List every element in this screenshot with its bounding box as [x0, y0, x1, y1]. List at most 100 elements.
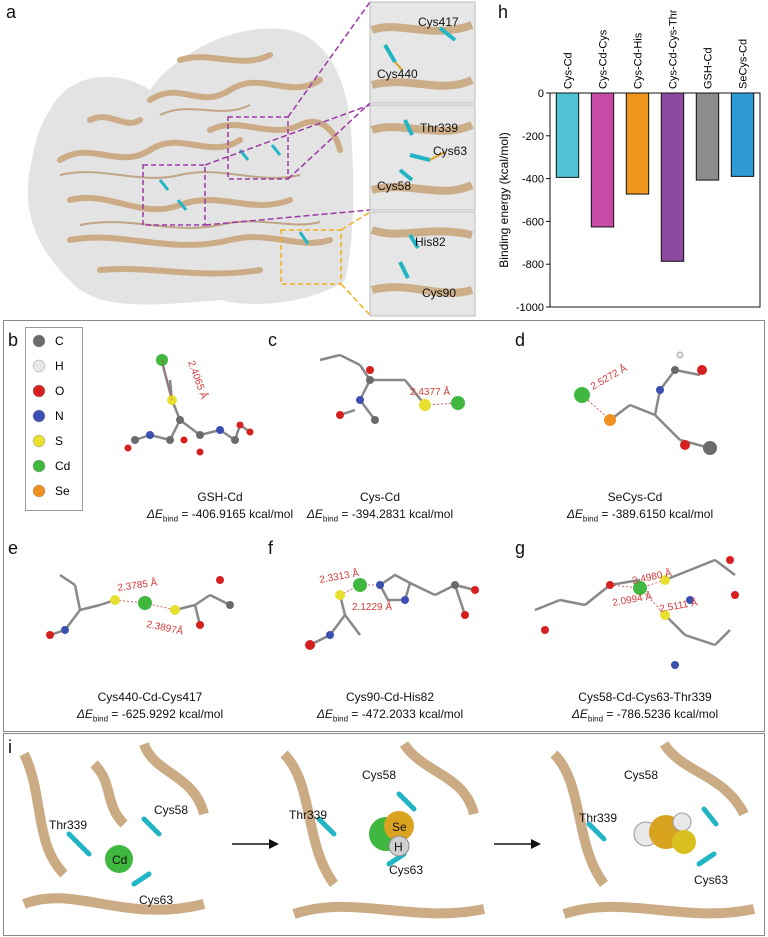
y-tick-label: -400 — [522, 174, 544, 186]
frame2-label-cys58: Cys58 — [362, 768, 396, 782]
atom-s — [335, 590, 345, 600]
panel-label-g: g — [515, 538, 526, 558]
cd-replacement-sequence: Cd Thr339 Cys58 Cys63 Se H Cys58 Thr339 … — [19, 740, 756, 919]
molecule-cys-cd: 2.4377 Å — [319, 353, 465, 424]
bar-cys-cd — [555, 92, 580, 178]
legend-swatch-n — [32, 409, 46, 423]
y-axis-label: Binding energy (kcal/mol) — [497, 132, 511, 267]
bar-cys-cd-his — [625, 92, 650, 195]
zoom-label-cys58: Cys58 — [377, 179, 411, 193]
frame3-label-cys63: Cys63 — [694, 873, 728, 887]
frame1-label-thr339: Thr339 — [49, 818, 87, 832]
legend-swatch-o — [32, 384, 46, 398]
zoom-label-cys63: Cys63 — [433, 144, 467, 158]
sphere-label-cd: Cd — [112, 853, 127, 867]
caption-cys-cd: Cys-Cd — [359, 490, 400, 504]
atom-cd — [633, 581, 647, 595]
y-tick-label: -1000 — [516, 302, 544, 314]
atom-s — [660, 575, 670, 585]
energy-cys440-cd-cys417: ΔEbind = -625.9292 kcal/mol — [76, 707, 224, 724]
atom-s — [660, 610, 670, 620]
binding-energy-chart: 0 -200 -400 -600 -800 -1000 Cys-Cd Cys-Cd-Cys Cy… — [497, 9, 761, 314]
bar-cys-cd-cys — [590, 92, 615, 228]
panel-label-h: h — [498, 2, 509, 22]
frame1-label-cys58: Cys58 — [154, 803, 188, 817]
panel-label-d: d — [515, 330, 526, 350]
frame2-label-cys63: Cys63 — [389, 863, 423, 877]
frame2-label-thr339: Thr339 — [289, 808, 327, 822]
legend-label-s: S — [55, 434, 63, 448]
legend-label-h: H — [55, 359, 64, 373]
energy-secys-cd: ΔEbind = -389.6150 kcal/mol — [566, 507, 714, 524]
zoom-label-his82: His82 — [415, 235, 446, 249]
distance-label: 2.3785 Å — [117, 575, 159, 593]
legend-swatch-s — [32, 434, 46, 448]
panel-i-frame — [3, 733, 765, 936]
y-tick-label: -200 — [522, 131, 544, 143]
molecule-cys58-cd-cys63-thr339: 2.4980 Å 2.0994 Å 2.5111 Å — [534, 556, 739, 669]
h-sphere — [388, 835, 410, 857]
distance-label: 2.0994 Å — [611, 589, 653, 609]
bar-gsh-cd — [695, 92, 720, 181]
atom-cd — [138, 596, 152, 610]
panel-label-c: c — [268, 330, 277, 350]
caption-cys58-cd-cys63-thr339: Cys58-Cd-Cys63-Thr339 — [578, 690, 712, 704]
zoom-label-cys90: Cys90 — [422, 286, 456, 300]
molecule-cys90-cd-his82: 2.3313 Å 2.1229 Å — [305, 566, 479, 650]
x-tick-label: Cys-Cd — [563, 52, 575, 89]
panel-label-f: f — [268, 538, 274, 558]
atom-cd — [353, 578, 367, 592]
y-tick-label: -800 — [522, 259, 544, 271]
x-tick-label: Cys-Cd-His — [633, 32, 645, 89]
atom-s — [170, 605, 180, 615]
y-tick-label: -600 — [522, 216, 544, 228]
zoom-label-cys417: Cys417 — [418, 15, 459, 29]
bar-cys-cd-cys-thr — [660, 92, 685, 262]
atom-cd — [574, 387, 590, 403]
caption-gsh-cd: GSH-Cd — [197, 490, 243, 504]
plot-frame — [549, 92, 761, 308]
energy-gsh-cd: ΔEbind = -406.9165 kcal/mol — [146, 507, 294, 524]
x-tick-label: Cys-Cd-Cys-Thr — [668, 9, 680, 89]
distance-label: 2.4065 Å — [185, 359, 211, 401]
energy-cys-cd: ΔEbind = -394.2831 kcal/mol — [306, 507, 454, 524]
panel-label-i: i — [8, 737, 12, 757]
panel-label-e: e — [8, 538, 19, 558]
atom-se — [604, 414, 616, 426]
atom-cd — [451, 396, 465, 410]
legend-label-c: C — [55, 334, 64, 348]
molecule-secys-cd: 2.5272 Å — [574, 351, 717, 455]
zoom-label-thr339: Thr339 — [420, 121, 458, 135]
bar-secys-cd — [730, 92, 755, 177]
atom-s — [419, 399, 431, 411]
atom-legend — [25, 327, 83, 511]
x-tick-label: Cys-Cd-Cys — [598, 29, 610, 89]
energy-cys90-cd-his82: ΔEbind = -472.2033 kcal/mol — [316, 707, 464, 724]
legend-swatch-h — [32, 359, 46, 373]
protein-structure-overview: Cys417 Cys440 Thr339 Cys63 Cys58 His82 C… — [27, 1, 476, 317]
legend-label-cd: Cd — [55, 459, 70, 473]
frame3-label-cys58: Cys58 — [624, 768, 658, 782]
caption-secys-cd: SeCys-Cd — [607, 490, 663, 504]
complexes-panel-frame — [3, 320, 765, 732]
legend-swatch-c — [32, 334, 46, 348]
legend-label-n: N — [55, 409, 64, 423]
x-tick-label: SeCys-Cd — [738, 39, 750, 89]
caption-cys90-cd-his82: Cys90-Cd-His82 — [345, 690, 435, 704]
y-tick-label: 0 — [538, 88, 544, 100]
frame3-label-thr339: Thr339 — [579, 811, 617, 825]
panel-label-a: a — [6, 2, 17, 22]
se-sphere — [384, 811, 414, 841]
x-tick-label: GSH-Cd — [703, 47, 715, 89]
legend-label-o: O — [55, 384, 64, 398]
legend-label-se: Se — [55, 484, 70, 498]
sphere-label-se: Se — [392, 820, 407, 834]
distance-label: 2.1229 Å — [352, 600, 392, 613]
zoom-label-cys440: Cys440 — [377, 67, 418, 81]
distance-label: 2.4377 Å — [410, 385, 450, 398]
distance-label: 2.5272 Å — [588, 361, 629, 392]
energy-cys58-cd-cys63-thr339: ΔEbind = -786.5236 kcal/mol — [571, 707, 719, 724]
legend-swatch-cd — [32, 459, 46, 473]
sphere-label-h: H — [394, 840, 403, 854]
